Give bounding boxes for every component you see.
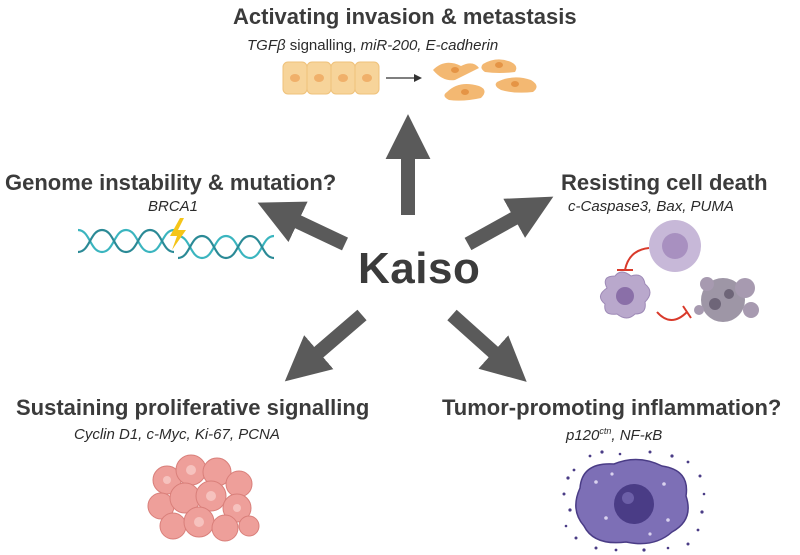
inflammatory-cell — [575, 458, 689, 545]
dna-strand-right — [177, 234, 275, 260]
inflammation-title: Tumor-promoting inflammation? — [442, 395, 782, 420]
arrow-to-genome — [257, 201, 348, 251]
dna-strand-left — [77, 228, 175, 254]
proliferation-markers: Cyclin D1, c-Myc, Ki-67, PCNA — [74, 426, 280, 443]
proliferation-title: Sustaining proliferative signalling — [16, 395, 370, 420]
lightning-icon — [170, 218, 186, 250]
inhibit-arrow-1 — [624, 247, 650, 271]
invasion-marker-tgfb: TGFβ — [247, 37, 286, 54]
inflammation-marker-p120: p120 — [566, 427, 600, 444]
arrow-to-proliferation — [284, 309, 367, 382]
inflammation-marker-rest: , NF-κB — [611, 427, 663, 444]
arrow-to-death — [464, 196, 554, 251]
dna-illustration — [77, 218, 275, 260]
apoptotic-bodies — [694, 277, 759, 322]
apoptosis-illustration — [600, 220, 759, 322]
arrow-to-inflammation — [447, 309, 527, 382]
inhibit-arrow-2 — [656, 311, 688, 321]
death-markers: c-Caspase3, Bax, PUMA — [568, 198, 734, 215]
genome-markers: BRCA1 — [148, 198, 199, 215]
death-title: Resisting cell death — [561, 170, 768, 195]
inflammatory-cell-illustration — [562, 450, 706, 552]
inflammation-markers: p120ctn, NF-κB — [566, 426, 662, 444]
inflammation-marker-ctn: ctn — [599, 426, 612, 436]
tumor-cluster — [147, 454, 260, 542]
invasion-marker-signalling: signalling, — [285, 37, 361, 54]
invasion-title: Activating invasion & metastasis — [233, 4, 577, 29]
center-label: Kaiso — [358, 244, 481, 293]
invasion-marker-mir: miR-200, E-cadherin — [360, 37, 499, 54]
mesenchymal-cells — [433, 59, 537, 101]
epithelial-cells — [282, 61, 380, 95]
healthy-cell — [649, 220, 701, 272]
invasion-markers: TGFβ signalling, miR-200, E-cadherin — [247, 37, 498, 54]
granules — [562, 450, 706, 552]
genome-title: Genome instability & mutation? — [5, 170, 337, 195]
emt-illustration — [282, 59, 537, 101]
shrinking-cell — [600, 271, 651, 319]
tumor-illustration — [147, 454, 260, 542]
